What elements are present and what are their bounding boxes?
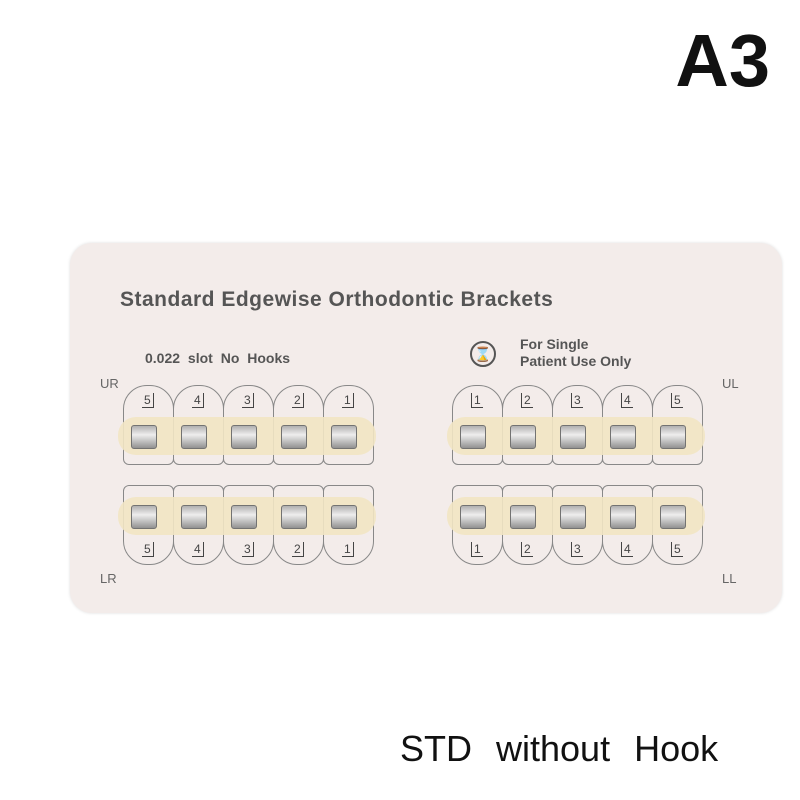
- bracket: [560, 505, 586, 529]
- tooth-number: 5: [142, 542, 154, 557]
- tooth-number: 2: [292, 542, 304, 557]
- tooth-number: 4: [192, 393, 204, 408]
- tooth-number: 3: [571, 393, 583, 408]
- bracket: [131, 425, 157, 449]
- quadrant-ll: LL: [722, 571, 737, 586]
- tooth-number: 2: [292, 393, 304, 408]
- tooth-number: 5: [142, 393, 154, 408]
- bracket: [610, 425, 636, 449]
- single-use-icon: ⌛: [470, 341, 496, 367]
- bracket: [281, 505, 307, 529]
- variant-label: A3: [675, 19, 770, 102]
- slot-info: 0.022 slot No Hooks: [145, 350, 291, 366]
- bracket: [610, 505, 636, 529]
- bracket: [331, 505, 357, 529]
- tooth-number: 3: [571, 542, 583, 557]
- single-use-text: For Single Patient Use Only: [520, 336, 631, 370]
- bracket: [181, 505, 207, 529]
- bracket-card: Standard Edgewise Orthodontic Brackets 0…: [70, 243, 782, 613]
- tooth-number: 1: [342, 542, 354, 557]
- tooth-number: 5: [671, 542, 683, 557]
- bracket: [660, 425, 686, 449]
- bracket: [560, 425, 586, 449]
- bracket: [660, 505, 686, 529]
- bracket: [281, 425, 307, 449]
- tooth-number: 1: [471, 393, 483, 408]
- bracket: [510, 425, 536, 449]
- tooth-number: 2: [521, 542, 533, 557]
- bracket: [131, 505, 157, 529]
- tooth-number: 4: [192, 542, 204, 557]
- bracket: [231, 425, 257, 449]
- tooth-number: 1: [342, 393, 354, 408]
- quadrant-ur: UR: [100, 376, 119, 391]
- lower-right-teeth: 5 4 3 2 1: [118, 485, 376, 565]
- upper-right-teeth: 5 4 3 2 1: [118, 385, 376, 465]
- bracket: [460, 505, 486, 529]
- tooth-number: 4: [621, 542, 633, 557]
- bracket: [331, 425, 357, 449]
- caption: STD without Hook: [400, 728, 719, 769]
- tooth-number: 4: [621, 393, 633, 408]
- tooth-number: 1: [471, 542, 483, 557]
- tooth-number: 2: [521, 393, 533, 408]
- single-use-line-2: Patient Use Only: [520, 353, 632, 369]
- upper-left-teeth: 1 2 3 4 5: [447, 385, 705, 465]
- bracket: [231, 505, 257, 529]
- quadrant-ul: UL: [722, 376, 739, 391]
- bracket: [510, 505, 536, 529]
- adhesive-tape: [447, 417, 705, 455]
- lower-left-teeth: 1 2 3 4 5: [447, 485, 705, 565]
- tooth-number: 3: [242, 393, 254, 408]
- adhesive-tape: [447, 497, 705, 535]
- adhesive-tape: [118, 417, 376, 455]
- bracket: [181, 425, 207, 449]
- bracket: [460, 425, 486, 449]
- tooth-number: 5: [671, 393, 683, 408]
- adhesive-tape: [118, 497, 376, 535]
- card-title: Standard Edgewise Orthodontic Brackets: [120, 288, 554, 311]
- quadrant-lr: LR: [100, 571, 117, 586]
- tooth-number: 3: [242, 542, 254, 557]
- single-use-line-1: For Single: [520, 336, 589, 352]
